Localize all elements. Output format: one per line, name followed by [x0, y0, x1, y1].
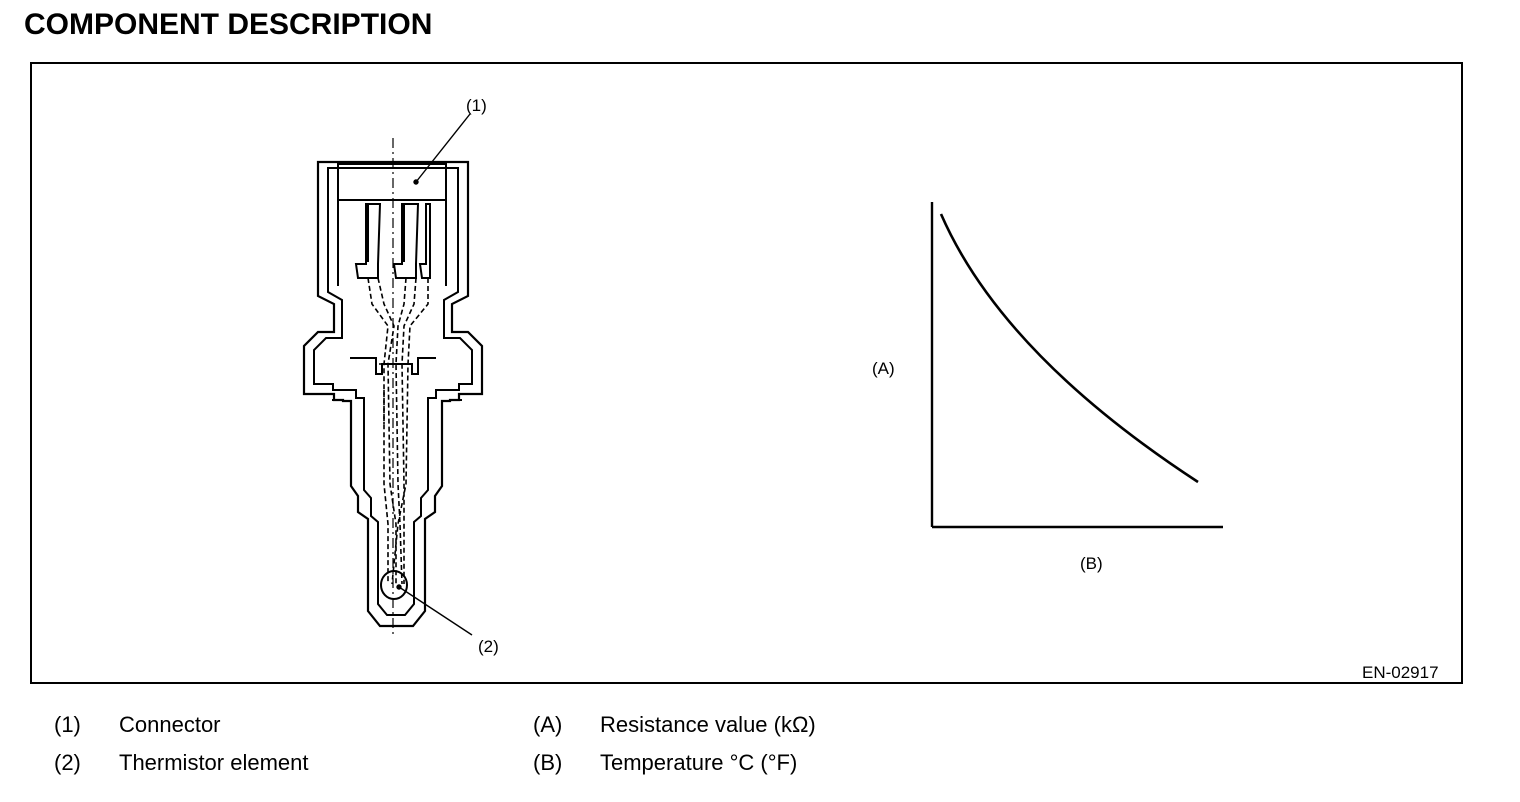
legend-num-a: (A): [533, 712, 563, 737]
axis-a-label: (A): [872, 359, 895, 378]
callout-2-label: (2): [478, 637, 499, 656]
leader-lines: [396, 113, 473, 636]
sensor-seat: [332, 357, 462, 401]
sensor-wires: [367, 277, 429, 585]
figure-code: EN-02917: [1362, 663, 1439, 682]
sensor-body-outer: [302, 160, 484, 628]
legend-text-temperature: Temperature °C (°F): [600, 750, 798, 775]
legend-num-2: (2): [54, 750, 81, 775]
graph-axes: [930, 202, 1223, 529]
legend-num-1: (1): [54, 712, 81, 737]
resistance-curve: [939, 213, 1199, 484]
legend-text-connector: Connector: [119, 712, 221, 737]
connector-block: [337, 163, 447, 286]
figure-svg: (1) (2) (A) (B) EN-02917: [302, 96, 1439, 682]
figure-frame: (1) (2) (A) (B) EN-02917: [30, 62, 1463, 684]
legend-text-resistance: Resistance value (kΩ): [600, 712, 816, 737]
legend-text-thermistor: Thermistor element: [119, 750, 309, 775]
axis-b-label: (B): [1080, 554, 1103, 573]
sensor-body-inner: [313, 167, 473, 616]
callout-1-label: (1): [466, 96, 487, 115]
thermistor-element: [380, 570, 408, 600]
legend-num-b: (B): [533, 750, 563, 775]
page-title: COMPONENT DESCRIPTION: [24, 8, 433, 41]
